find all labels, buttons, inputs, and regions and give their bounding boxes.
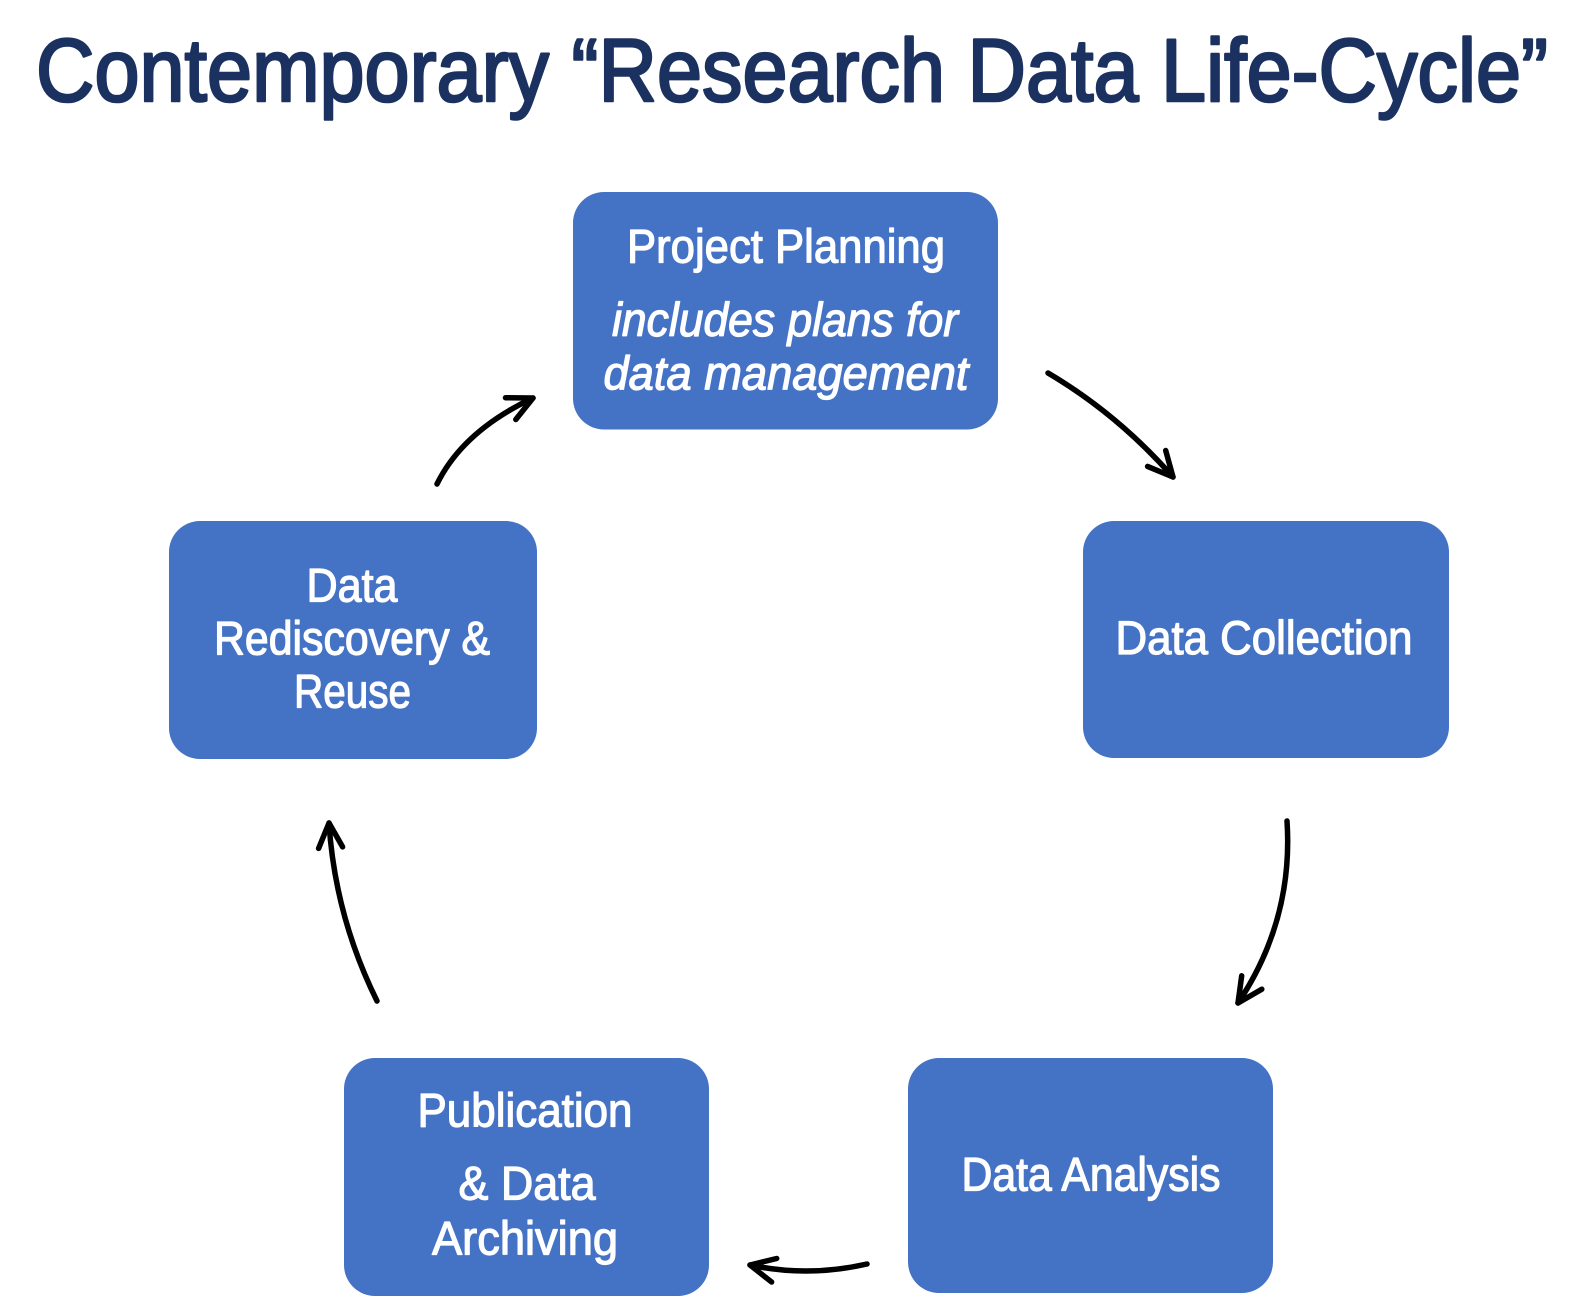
svg-text:Data: Data <box>307 559 399 612</box>
svg-text:Contemporary “Research Data Li: Contemporary “Research Data Life-Cycle” <box>36 20 1548 120</box>
svg-text:Data Collection: Data Collection <box>1116 611 1413 664</box>
svg-text:Reuse: Reuse <box>294 665 411 718</box>
svg-text:Project Planning: Project Planning <box>627 220 945 273</box>
svg-text:Archiving: Archiving <box>432 1212 618 1265</box>
svg-text:includes plans for: includes plans for <box>612 293 960 346</box>
svg-text:Rediscovery &: Rediscovery & <box>214 612 490 665</box>
svg-text:Publication: Publication <box>418 1084 633 1137</box>
svg-text:& Data: & Data <box>459 1157 597 1210</box>
svg-text:Data Analysis: Data Analysis <box>962 1148 1221 1201</box>
svg-text:data management: data management <box>604 347 971 400</box>
